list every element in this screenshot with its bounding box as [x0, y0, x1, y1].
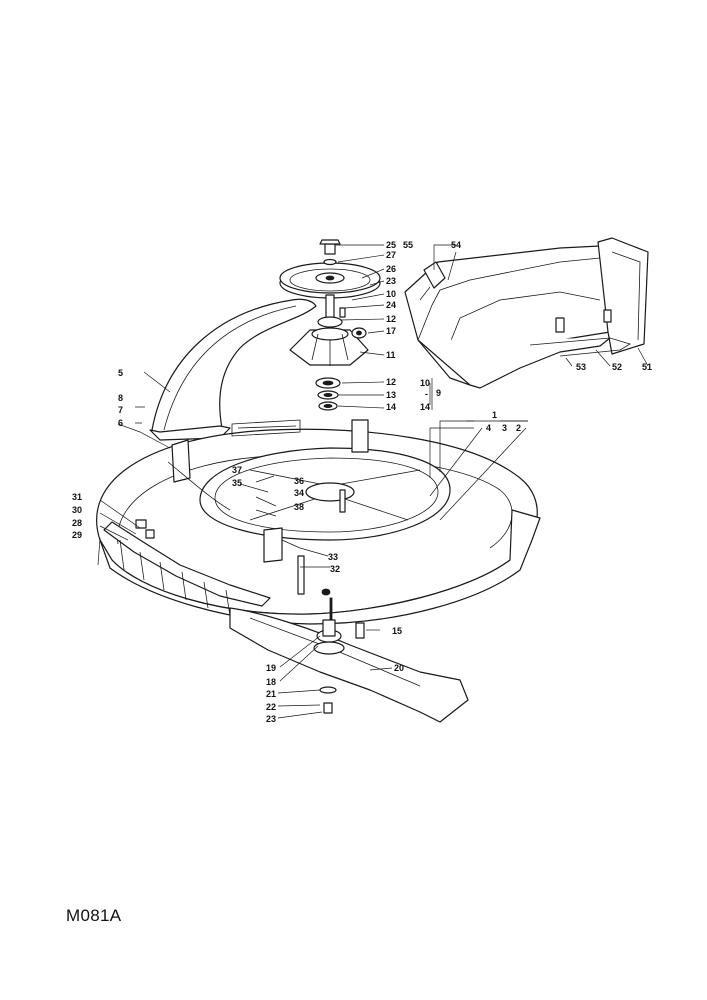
callout-21: 21	[266, 689, 276, 699]
cutter-deck	[96, 419, 541, 625]
callout-33: 32	[330, 564, 340, 574]
callout-5: 5	[118, 368, 123, 378]
callout-55: 55	[403, 240, 413, 250]
callout-19: 19	[266, 663, 276, 673]
callout-13: 13	[386, 390, 396, 400]
callout-54: 54	[451, 240, 461, 250]
callout-26: 25	[386, 240, 396, 250]
callout-35: 34	[294, 488, 304, 498]
callout-20: 20	[394, 663, 404, 673]
callout-14: 14	[420, 402, 430, 412]
pulley-spindle-assembly	[279, 239, 381, 411]
callout-32: 31	[72, 492, 82, 502]
blade-assembly	[229, 555, 469, 723]
callout-10-upper: 10	[386, 289, 396, 299]
callout-9: 9	[436, 388, 441, 398]
callout-14-lower: 14	[386, 402, 396, 412]
callout-22: 22	[266, 702, 276, 712]
callout-6: 6	[118, 418, 123, 428]
callout-24: 23	[386, 276, 396, 286]
callout-1: 1	[492, 410, 497, 420]
callout-3: 3	[502, 423, 507, 433]
callout-51: 51	[642, 362, 652, 372]
belt-guard	[149, 298, 317, 441]
callout-31: 30	[72, 505, 82, 515]
callout-8: 8	[118, 393, 123, 403]
deck-skirt	[103, 519, 271, 617]
callout-53: 53	[576, 362, 586, 372]
callout-2: 2	[516, 423, 521, 433]
callout-17: 17	[386, 326, 396, 336]
callout-29: 28	[72, 518, 82, 528]
callout-4: 4	[486, 423, 491, 433]
callout-37: 36	[294, 476, 304, 486]
callout-38: 37	[232, 465, 242, 475]
drawing-code: M081A	[66, 906, 122, 925]
callout-52: 52	[612, 362, 622, 372]
callout-12-upper: 12	[386, 314, 396, 324]
callout-36: 35	[232, 478, 242, 488]
discharge-chute	[404, 237, 649, 389]
callout-34: 33	[328, 552, 338, 562]
callout-28: 27	[386, 250, 396, 260]
callout-dash: -	[425, 389, 428, 399]
callout-12-lower: 12	[386, 377, 396, 387]
callout-39: 38	[294, 502, 304, 512]
callout-25: 24	[386, 300, 396, 310]
callout-7: 7	[118, 405, 123, 415]
callout-15: 15	[392, 626, 402, 636]
callout-23b: 23	[266, 714, 276, 724]
callout-30: 29	[72, 530, 82, 540]
callout-labels: 25 55 54 27 26 23 10 24 12 17 11 12 13 1…	[72, 240, 652, 724]
leader-lines	[97, 244, 649, 719]
callout-27: 26	[386, 264, 396, 274]
callout-11: 11	[386, 350, 396, 360]
callout-10: 10	[420, 378, 430, 388]
callout-18: 18	[266, 677, 276, 687]
